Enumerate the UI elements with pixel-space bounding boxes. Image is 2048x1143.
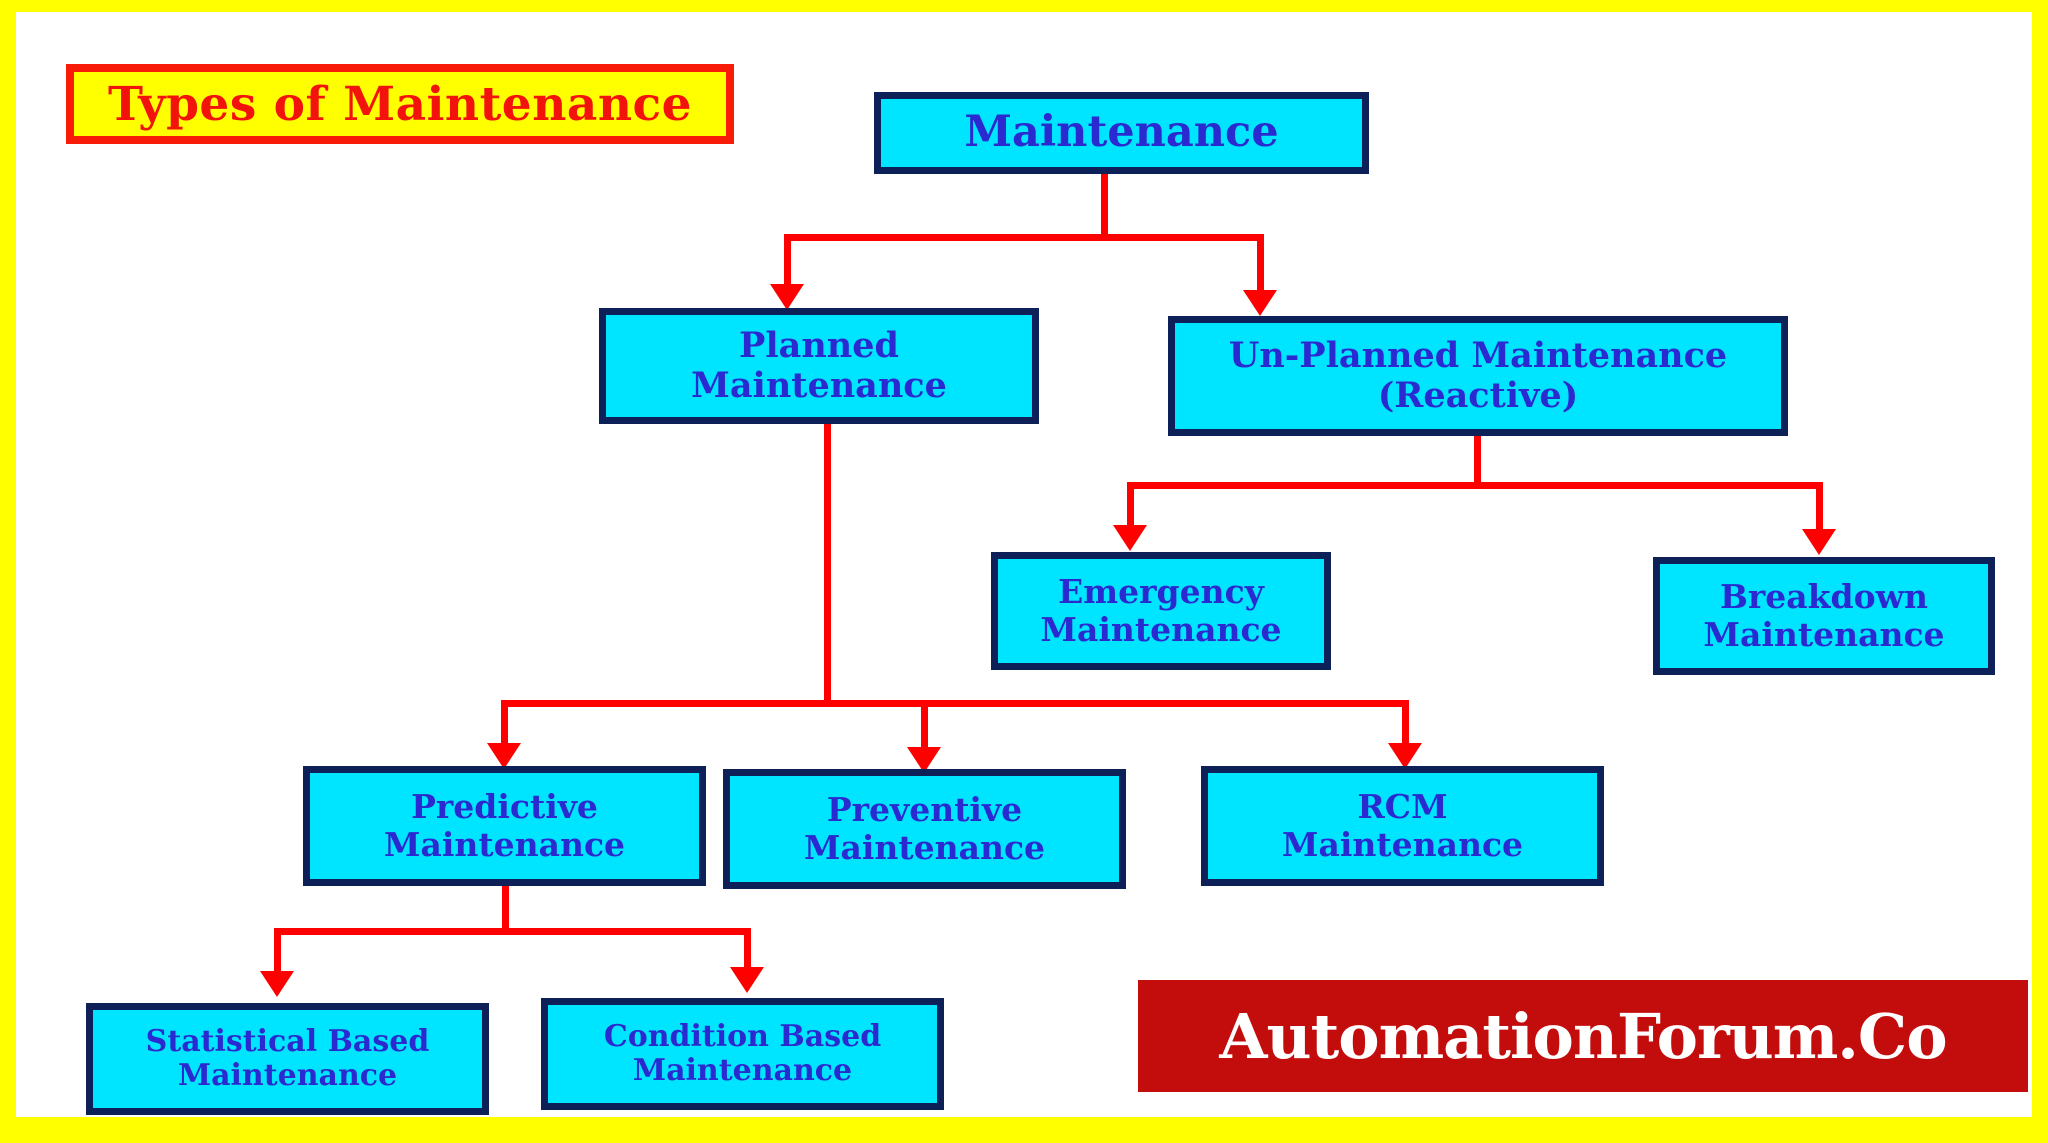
connector-unplanned-right-drop xyxy=(1816,482,1823,534)
node-emergency-maintenance[interactable]: Emergency Maintenance xyxy=(991,552,1331,670)
node-preventive-maintenance[interactable]: Preventive Maintenance xyxy=(723,769,1126,889)
connector-planned-stem xyxy=(824,422,831,704)
arrow-to-preventive xyxy=(907,747,941,773)
arrow-to-rcm xyxy=(1388,743,1422,769)
connector-root-right-drop xyxy=(1257,234,1264,296)
brand-label: AutomationForum.Co xyxy=(1219,999,1947,1073)
connector-unplanned-stem xyxy=(1474,430,1481,488)
connector-predictive-stem xyxy=(502,882,509,934)
diagram-title-badge: Types of Maintenance xyxy=(66,64,734,144)
connector-predictive-right-drop xyxy=(744,928,751,972)
node-planned-maintenance-label: Planned Maintenance xyxy=(691,324,947,406)
node-unplanned-maintenance-label: Un-Planned Maintenance (Reactive) xyxy=(1228,334,1728,416)
connector-root-left-drop xyxy=(784,234,791,290)
connector-root-stem xyxy=(1101,168,1108,240)
connector-unplanned-bar xyxy=(1127,482,1823,489)
page-title: Types of Maintenance xyxy=(107,76,693,132)
node-maintenance-label: Maintenance xyxy=(964,107,1279,158)
arrow-to-emergency xyxy=(1113,525,1147,551)
arrow-to-condition xyxy=(730,967,764,993)
arrow-to-statistical xyxy=(260,971,294,997)
arrow-to-unplanned xyxy=(1243,290,1277,316)
node-planned-maintenance[interactable]: Planned Maintenance xyxy=(599,308,1039,424)
arrow-to-predictive xyxy=(487,743,521,769)
connector-planned-bar xyxy=(501,700,1409,707)
arrow-to-breakdown xyxy=(1802,529,1836,555)
connector-predictive-bar xyxy=(274,928,751,935)
node-unplanned-maintenance[interactable]: Un-Planned Maintenance (Reactive) xyxy=(1168,316,1788,436)
connector-planned-drop-predictive xyxy=(501,700,508,748)
node-condition-based-maintenance[interactable]: Condition Based Maintenance xyxy=(541,998,944,1110)
connector-predictive-left-drop xyxy=(274,928,281,976)
node-predictive-maintenance-label: Predictive Maintenance xyxy=(383,787,626,864)
node-rcm-maintenance[interactable]: RCM Maintenance xyxy=(1201,766,1604,886)
node-predictive-maintenance[interactable]: Predictive Maintenance xyxy=(303,766,706,886)
node-preventive-maintenance-label: Preventive Maintenance xyxy=(803,790,1046,867)
node-condition-based-maintenance-label: Condition Based Maintenance xyxy=(603,1018,882,1088)
node-maintenance[interactable]: Maintenance xyxy=(874,92,1369,174)
node-statistical-based-maintenance-label: Statistical Based Maintenance xyxy=(145,1023,430,1093)
node-rcm-maintenance-label: RCM Maintenance xyxy=(1281,787,1524,864)
diagram-canvas: Types of Maintenance xyxy=(16,12,2032,1117)
connector-root-bar xyxy=(784,234,1264,241)
brand-banner: AutomationForum.Co xyxy=(1138,980,2028,1092)
connector-planned-drop-preventive xyxy=(921,700,928,752)
arrow-to-planned xyxy=(770,284,804,310)
connector-unplanned-left-drop xyxy=(1127,482,1134,530)
node-statistical-based-maintenance[interactable]: Statistical Based Maintenance xyxy=(86,1003,489,1115)
node-emergency-maintenance-label: Emergency Maintenance xyxy=(1040,572,1282,649)
node-breakdown-maintenance-label: Breakdown Maintenance xyxy=(1703,577,1945,654)
node-breakdown-maintenance[interactable]: Breakdown Maintenance xyxy=(1653,557,1995,675)
connector-planned-drop-rcm xyxy=(1402,700,1409,748)
